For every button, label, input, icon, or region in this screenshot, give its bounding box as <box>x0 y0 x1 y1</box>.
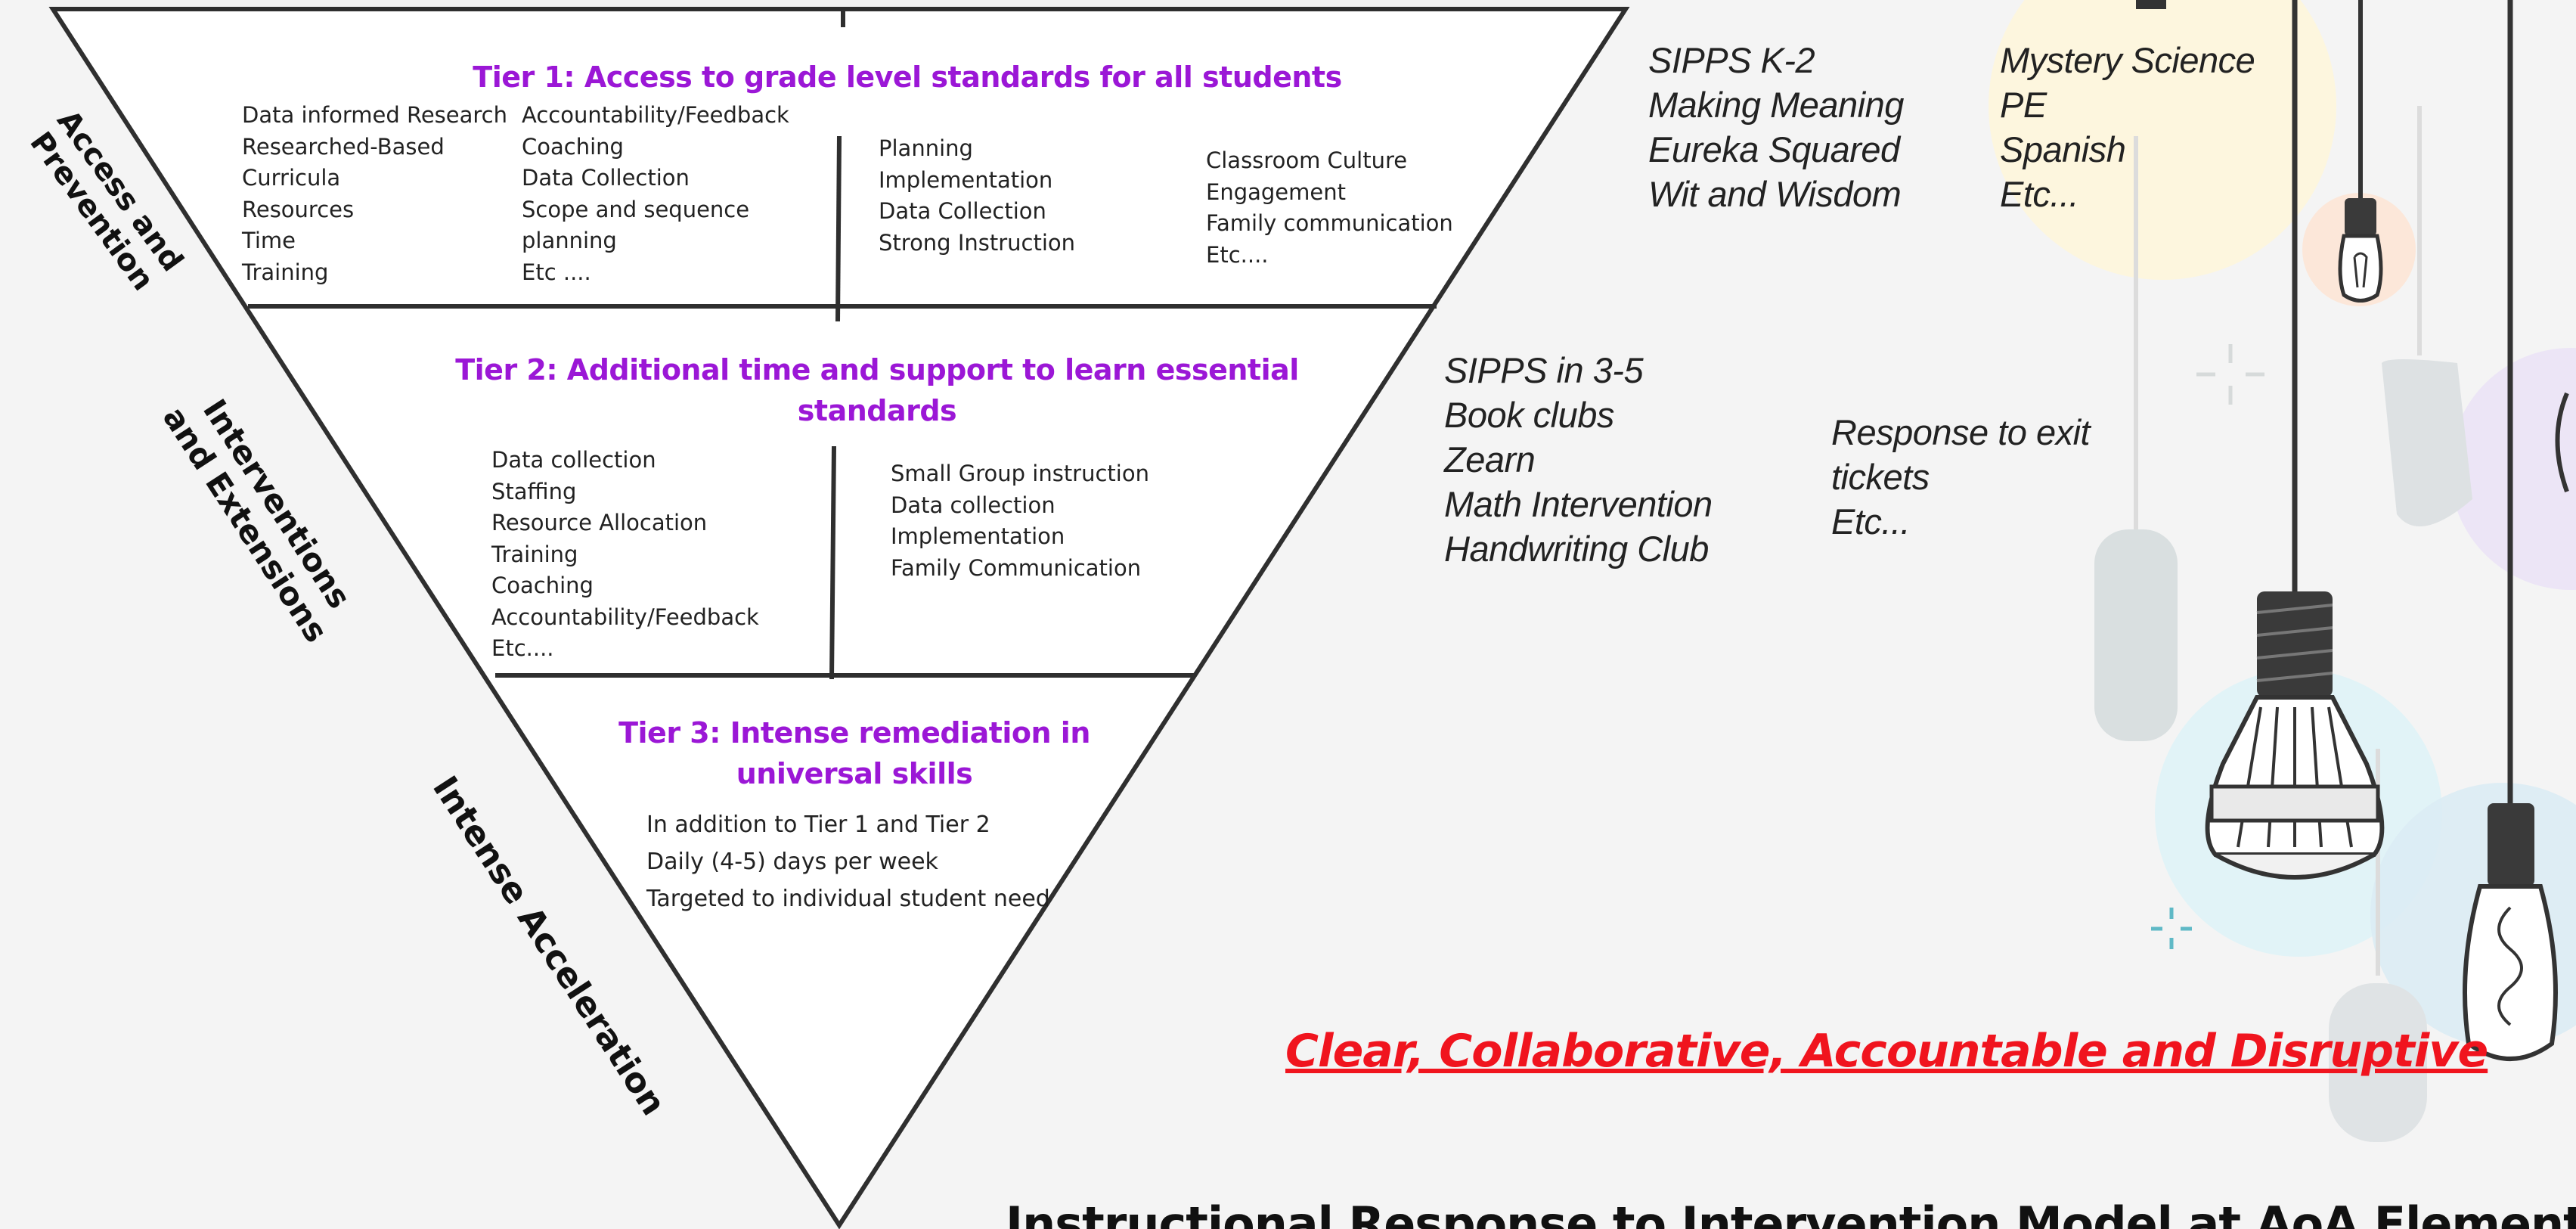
list-item: Training <box>491 541 578 567</box>
list-item: Handwriting Club <box>1444 529 1709 569</box>
list-item: Coaching <box>491 573 594 598</box>
list-item: Etc... <box>1831 501 1911 542</box>
list-item: Family Communication <box>891 554 1142 581</box>
list-item: Data Collection <box>522 165 690 191</box>
list-item: Classroom Culture <box>1206 147 1408 173</box>
list-item: tickets <box>1831 457 1930 497</box>
list-item: Eureka Squared <box>1648 129 1900 169</box>
list-item: SIPPS K-2 <box>1648 40 1815 80</box>
list-item: Etc.... <box>491 635 554 661</box>
tier1-column-3: Planning Implementation Data Collection … <box>879 133 1075 259</box>
list-item: Accountability/Feedback <box>491 604 759 630</box>
list-item: Data collection <box>491 447 656 473</box>
list-item: PE <box>2000 85 2047 125</box>
list-item: Etc.... <box>1206 241 1269 268</box>
list-item: Implementation <box>879 166 1053 193</box>
list-item: Curricula <box>242 165 341 191</box>
tier2-programs-right: Response to exit tickets Etc... <box>1831 410 2091 544</box>
list-item: Resource Allocation <box>491 510 708 535</box>
tier1-title: Tier 1: Access to grade level standards … <box>473 61 1342 94</box>
list-item: Targeted to individual student need <box>646 886 1050 912</box>
list-item: Accountability/Feedback <box>522 102 789 128</box>
list-item: Response to exit <box>1831 412 2091 452</box>
list-item: planning <box>522 228 617 253</box>
tier2-title-line-2: standards <box>797 394 957 427</box>
tier3-title: Tier 3: Intense remediation in universal… <box>590 712 1119 794</box>
list-item: Math Intervention <box>1444 484 1713 524</box>
list-item: Scope and sequence <box>522 196 750 222</box>
tier2-title: Tier 2: Additional time and support to l… <box>423 349 1331 431</box>
list-item: Mystery Science <box>2000 40 2255 80</box>
tier3-title-line-1: Tier 3: Intense remediation in <box>618 716 1090 750</box>
list-item: Zearn <box>1444 439 1536 479</box>
list-item: Researched-Based <box>242 133 445 160</box>
tier3-items: In addition to Tier 1 and Tier 2 Daily (… <box>646 806 1050 917</box>
page-title: Instructional Response to Intervention M… <box>1006 1196 2576 1229</box>
list-item: Training <box>242 259 329 285</box>
list-item: Engagement <box>1206 178 1346 205</box>
tier1-programs-right: Mystery Science PE Spanish Etc... <box>2000 38 2255 216</box>
list-item: Family communication <box>1206 210 1453 236</box>
tier1-column-4: Classroom Culture Engagement Family comm… <box>1206 145 1453 271</box>
list-item: Data Collection <box>879 198 1046 224</box>
tier1-programs-left: SIPPS K-2 Making Meaning Eureka Squared … <box>1648 38 1904 216</box>
list-item: Data informed Research <box>242 102 508 128</box>
tier1-column-2: Accountability/Feedback Coaching Data Co… <box>522 100 789 288</box>
list-item: Spanish <box>2000 129 2126 169</box>
list-item: Implementation <box>891 523 1065 549</box>
list-item: SIPPS in 3-5 <box>1444 350 1644 390</box>
list-item: In addition to Tier 1 and Tier 2 <box>646 812 990 838</box>
list-item: Coaching <box>522 133 624 160</box>
tier2-programs-left: SIPPS in 3-5 Book clubs Zearn Math Inter… <box>1444 348 1713 571</box>
tier1-column-1: Data informed Research Researched-Based … <box>242 100 507 288</box>
list-item: Making Meaning <box>1648 85 1904 125</box>
list-item: Daily (4-5) days per week <box>646 849 938 875</box>
list-item: Small Group instruction <box>891 461 1149 486</box>
slogan: Clear, Collaborative, Accountable and Di… <box>1285 1025 2488 1078</box>
list-item: Staffing <box>491 478 577 504</box>
tier2-title-line-1: Tier 2: Additional time and support to l… <box>455 353 1299 386</box>
list-item: Time <box>242 228 296 253</box>
tier3-title-line-2: universal skills <box>736 757 973 790</box>
list-item: Strong Instruction <box>879 229 1076 256</box>
tier2-column-2: Small Group instruction Data collection … <box>891 458 1149 584</box>
list-item: Wit and Wisdom <box>1648 174 1902 214</box>
list-item: Book clubs <box>1444 395 1614 435</box>
list-item: Resources <box>242 196 355 222</box>
list-item: Etc .... <box>522 259 591 285</box>
list-item: Data collection <box>891 492 1056 518</box>
tier2-column-1: Data collection Staffing Resource Alloca… <box>491 445 759 665</box>
list-item: Etc... <box>2000 174 2079 214</box>
list-item: Planning <box>879 135 973 161</box>
